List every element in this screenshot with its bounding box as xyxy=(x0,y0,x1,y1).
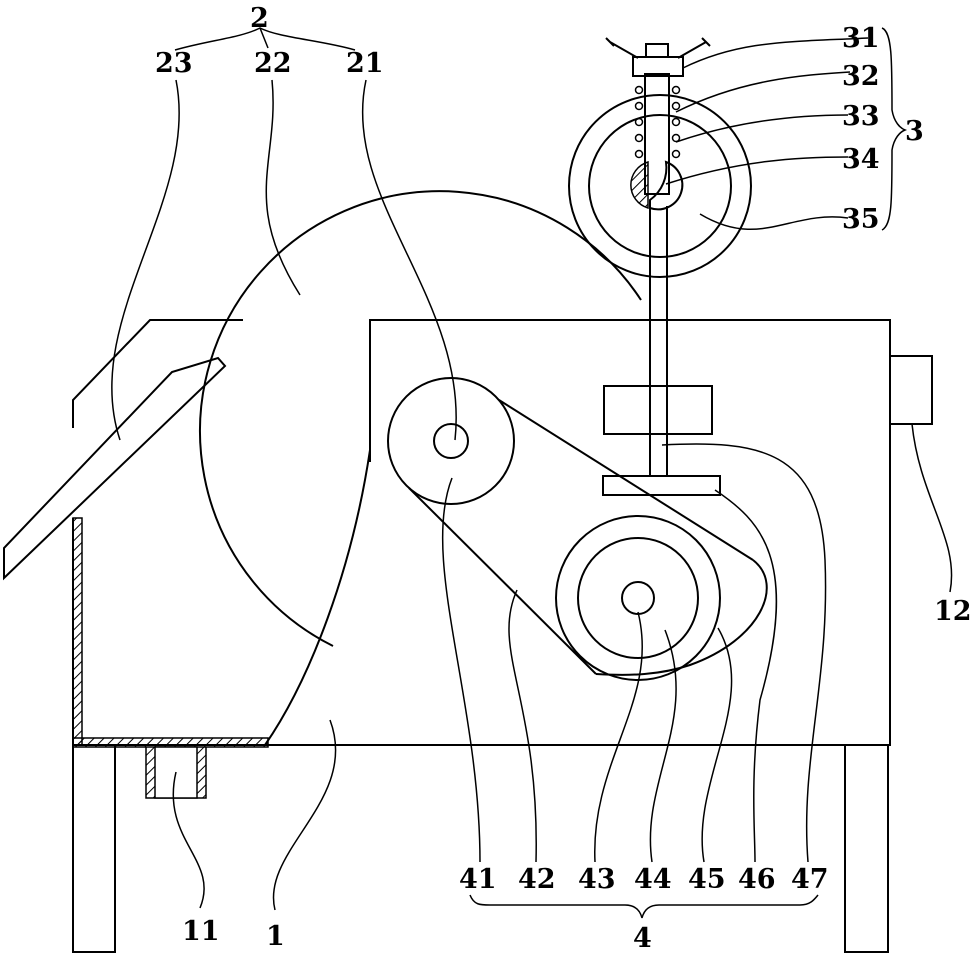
rod-assembly xyxy=(603,206,720,495)
label-33: 33 xyxy=(842,101,880,132)
label-12: 12 xyxy=(934,596,970,627)
label-32: 32 xyxy=(842,61,880,92)
small-pulley xyxy=(388,378,514,504)
leg-left xyxy=(73,745,115,952)
large-drum xyxy=(200,191,641,646)
label-41: 41 xyxy=(459,864,497,895)
label-43: 43 xyxy=(578,864,616,895)
belt-upper xyxy=(499,400,753,560)
feed-chute xyxy=(4,358,225,578)
label-23: 23 xyxy=(155,48,193,79)
label-44: 44 xyxy=(634,864,672,895)
cam-block xyxy=(650,162,682,209)
belt-lower xyxy=(409,488,596,674)
belt-wrap-right xyxy=(596,560,767,675)
wing-right xyxy=(678,38,710,58)
large-pulley-outer xyxy=(556,516,720,680)
pressure-plate xyxy=(603,476,720,495)
housing-left-wall xyxy=(73,320,890,745)
label-45: 45 xyxy=(688,864,726,895)
hatched-left-wall xyxy=(73,518,82,745)
frame xyxy=(73,320,932,952)
side-box xyxy=(890,356,932,424)
wing-left xyxy=(606,38,638,58)
drum-inner-curve xyxy=(265,450,370,745)
labels: 2 23 22 21 31 32 33 3 34 35 12 41 42 43 … xyxy=(155,3,970,954)
label-42: 42 xyxy=(518,864,556,895)
hatched-bearing xyxy=(631,162,648,208)
top-cap xyxy=(646,44,668,57)
large-pulley-shaft xyxy=(622,582,654,614)
label-35: 35 xyxy=(842,204,880,235)
label-11: 11 xyxy=(182,916,220,947)
label-34: 34 xyxy=(842,144,880,175)
small-pulley-shaft xyxy=(434,424,468,458)
guide-block xyxy=(604,386,712,434)
label-1: 1 xyxy=(266,921,285,952)
leader-lines xyxy=(112,28,952,918)
label-31: 31 xyxy=(842,23,880,54)
label-2: 2 xyxy=(250,3,269,34)
label-46: 46 xyxy=(738,864,776,895)
leg-right xyxy=(845,745,888,952)
wheel-outer xyxy=(569,95,751,277)
hatched-floor xyxy=(73,738,268,747)
large-pulley-inner xyxy=(578,538,698,658)
label-4: 4 xyxy=(633,923,652,954)
top-assembly xyxy=(569,38,751,277)
label-21: 21 xyxy=(346,48,384,79)
belt-drive xyxy=(388,378,767,680)
label-22: 22 xyxy=(254,48,292,79)
wheel-inner xyxy=(589,115,731,257)
label-3: 3 xyxy=(905,116,924,147)
label-47: 47 xyxy=(791,864,829,895)
